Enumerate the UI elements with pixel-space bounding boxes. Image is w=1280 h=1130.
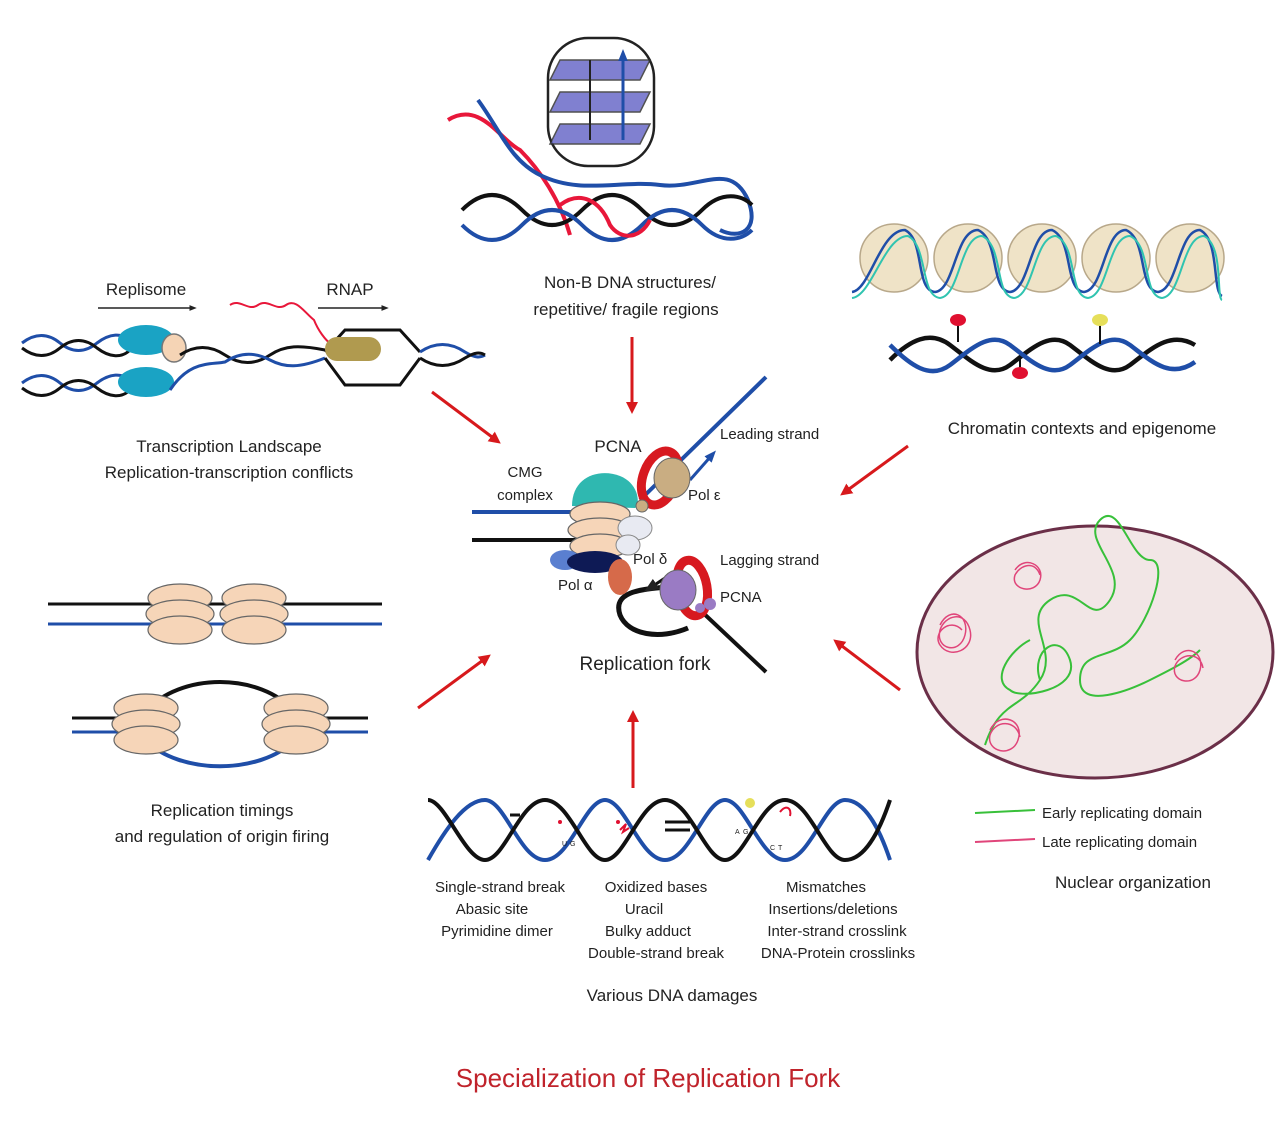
arrow-from-transcription: [431, 390, 501, 444]
pol-epsilon-label: Pol ε: [688, 487, 721, 504]
pol-alpha-body: [567, 551, 623, 573]
blue-strand: [476, 98, 754, 236]
damage-column-2: Oxidized bases Uracil Bulky adduct Doubl…: [588, 879, 724, 962]
g-tetrad-1: [548, 59, 652, 81]
dna-damage-illustration: U G A G C T: [426, 797, 892, 863]
pol-delta-label: Pol δ: [633, 551, 667, 568]
origin-firing-illustration: [48, 583, 382, 769]
helicase-ring: [161, 333, 187, 363]
damage-column-3: Mismatches Insertions/deletions Inter-st…: [761, 879, 915, 962]
damage-item: Double-strand break: [588, 945, 724, 962]
leading-strand-label: Leading strand: [720, 426, 819, 443]
transcription-illustration: Replisome RNAP: [21, 280, 486, 398]
nonb-label-line1: Non-B DNA structures/: [544, 273, 716, 292]
arrow-from-chromatin: [840, 444, 909, 496]
nucleosome-1: [859, 223, 929, 293]
late-domain-4: [1173, 649, 1204, 682]
base-label-a: A: [735, 829, 740, 836]
mismatch-mark: [779, 806, 792, 817]
damage-column-1: Single-strand break Abasic site Pyrimidi…: [435, 879, 566, 940]
arrow-from-nuclear: [833, 639, 901, 692]
replication-fork-caption: Replication fork: [580, 654, 711, 675]
pcna-bottom-label: PCNA: [720, 589, 762, 606]
red-strand: [446, 112, 572, 236]
damage-item: Pyrimidine dimer: [441, 923, 553, 940]
non-b-dna-illustration: [446, 36, 754, 242]
lagging-strand-label: Lagging strand: [720, 552, 819, 569]
replisome-lower: [118, 367, 174, 397]
transcription-label-line2: Replication-transcription conflicts: [105, 463, 354, 482]
nucleus-illustration: [915, 515, 1275, 843]
pol-alpha-label: Pol α: [558, 577, 593, 594]
g-tetrad-2: [548, 91, 652, 113]
quadruplex-loop: [546, 36, 656, 168]
methyl-mark-2: [1012, 367, 1028, 379]
dsb-mark: [619, 823, 630, 835]
damage-item: Mismatches: [786, 879, 866, 896]
lagging-template: [698, 608, 768, 674]
early-domain-loop: [984, 515, 1201, 746]
adduct-mark: [745, 798, 755, 808]
cmg-cdc45-gins: [572, 473, 638, 508]
nonb-label-line2: repetitive/ fragile regions: [533, 300, 718, 319]
timing-label-line2: and regulation of origin firing: [115, 827, 330, 846]
cmg-label-line1: CMG: [508, 464, 543, 481]
pcna-top-label: PCNA: [594, 437, 642, 456]
pol-epsilon: [653, 457, 691, 499]
transcription-label-line1: Transcription Landscape: [136, 437, 322, 456]
base-label-g2: G: [743, 829, 748, 836]
replisome-label: Replisome: [106, 280, 186, 299]
nuclear-envelope: [915, 524, 1275, 780]
damage-item: Abasic site: [456, 901, 529, 918]
base-label-t: T: [778, 845, 783, 852]
pol-delta: [659, 569, 697, 611]
rnap-label: RNAP: [326, 280, 373, 299]
replication-fork-illustration: [472, 375, 768, 674]
g-tetrad-3: [548, 123, 652, 145]
timing-label-line1: Replication timings: [151, 801, 294, 820]
chromatin-label: Chromatin contexts and epigenome: [948, 419, 1216, 438]
damage-item: Uracil: [625, 901, 663, 918]
primase: [608, 559, 632, 595]
base-label-u: U: [562, 841, 567, 848]
rnap-body: [325, 337, 381, 361]
damage-item: DNA-Protein crosslinks: [761, 945, 915, 962]
late-domain-2: [1013, 561, 1042, 590]
base-label-c: C: [770, 845, 775, 852]
leading-strand-arrow: [688, 450, 716, 481]
damage-title: Various DNA damages: [587, 986, 758, 1005]
damage-item: Oxidized bases: [605, 879, 708, 896]
figure-title: Specialization of Replication Fork: [456, 1063, 841, 1093]
damage-item: Inter-strand crosslink: [767, 923, 907, 940]
damage-item: Bulky adduct: [605, 923, 692, 940]
late-domain-3: [989, 718, 1021, 752]
cmg-label-line2: complex: [497, 487, 553, 504]
acetyl-mark: [1092, 314, 1108, 326]
damage-item: Single-strand break: [435, 879, 566, 896]
influence-arrows: [417, 337, 909, 788]
early-legend-label: Early replicating domain: [1042, 805, 1202, 822]
early-legend-swatch: [974, 809, 1036, 814]
late-legend-swatch: [974, 838, 1036, 843]
methyl-mark-1: [950, 314, 966, 326]
late-legend-label: Late replicating domain: [1042, 834, 1197, 851]
damage-item: Insertions/deletions: [768, 901, 897, 918]
arrow-from-timing: [417, 654, 491, 710]
chromatin-illustration: [851, 223, 1225, 379]
late-domain-1: [937, 613, 972, 653]
nuclear-label: Nuclear organization: [1055, 873, 1211, 892]
base-label-g: G: [570, 841, 575, 848]
replisome-upper: [118, 325, 174, 355]
